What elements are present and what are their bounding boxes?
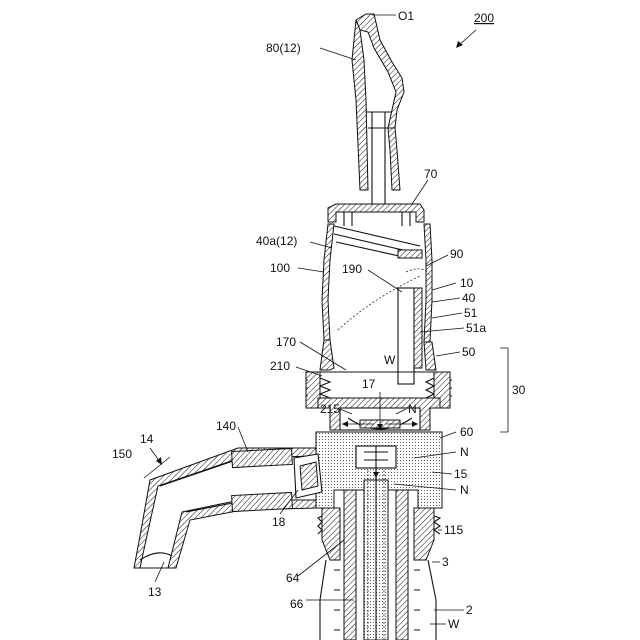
label-18: 18 bbox=[272, 515, 286, 529]
label-10: 10 bbox=[460, 276, 474, 290]
nozzle-tip bbox=[352, 14, 404, 205]
label-70: 70 bbox=[424, 167, 438, 181]
label-90: 90 bbox=[450, 247, 464, 261]
label-n-mid: N bbox=[408, 402, 417, 416]
label-51: 51 bbox=[464, 306, 478, 320]
label-w-top: W bbox=[384, 353, 396, 367]
label-115: 115 bbox=[444, 523, 463, 537]
label-50: 50 bbox=[462, 345, 476, 359]
label-40: 40 bbox=[462, 291, 476, 305]
label-2: 2 bbox=[466, 603, 473, 617]
label-215: 215 bbox=[320, 402, 340, 416]
label-13: 13 bbox=[148, 585, 162, 599]
label-40a-12: 40a(12) bbox=[256, 234, 297, 248]
label-n-right2: N bbox=[460, 483, 469, 497]
label-60: 60 bbox=[460, 425, 474, 439]
upper-cylinder bbox=[322, 224, 432, 384]
label-170: 170 bbox=[276, 335, 296, 349]
label-150: 150 bbox=[112, 447, 132, 461]
label-15: 15 bbox=[454, 467, 468, 481]
label-140: 140 bbox=[216, 419, 236, 433]
label-64: 64 bbox=[286, 571, 300, 585]
label-30: 30 bbox=[512, 383, 526, 397]
label-n-right1: N bbox=[460, 445, 469, 459]
label-o1: O1 bbox=[398, 9, 414, 23]
label-190: 190 bbox=[342, 262, 362, 276]
label-w-bottom: W bbox=[448, 617, 460, 631]
spout bbox=[134, 448, 322, 568]
label-100: 100 bbox=[270, 261, 290, 275]
figure-number: 200 bbox=[474, 11, 494, 25]
cap-70 bbox=[328, 204, 424, 226]
label-66: 66 bbox=[290, 597, 304, 611]
label-80-12: 80(12) bbox=[266, 41, 301, 55]
label-17: 17 bbox=[362, 377, 376, 391]
label-3: 3 bbox=[442, 555, 449, 569]
label-51a: 51a bbox=[466, 321, 486, 335]
callout-labels: 200 O1 80(12) 70 40a(12) 90 100 190 10 4… bbox=[112, 9, 526, 631]
label-210: 210 bbox=[270, 359, 290, 373]
label-14: 14 bbox=[140, 432, 154, 446]
